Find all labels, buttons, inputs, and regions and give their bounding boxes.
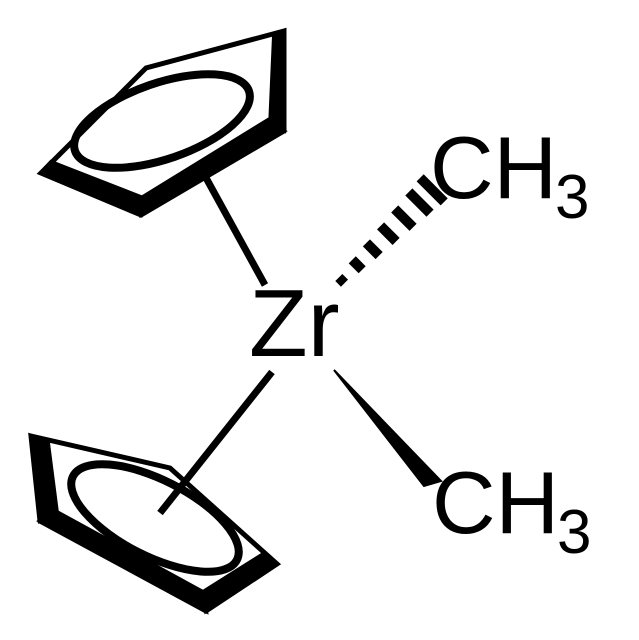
methyl-lower-subscript: 3 <box>557 498 591 567</box>
cp-lower-edge-bottom-right-thick <box>200 550 281 615</box>
bond-cp-upper-to-zr <box>201 174 269 287</box>
atom-label-methyl-upper: CH 3 <box>430 118 589 232</box>
cp-lower-pentagon <box>28 432 282 615</box>
cp-upper-pentagon <box>36 27 288 219</box>
methyl-lower-ch: CH <box>432 453 559 552</box>
bond-zr-to-methyl-lower <box>333 369 443 488</box>
hash-dash-1 <box>335 273 349 287</box>
cp-lower-edge-left-thick <box>28 432 60 525</box>
cyclopentadienyl-ring-upper <box>36 27 288 219</box>
hash-dash-6 <box>405 188 434 217</box>
methyl-upper-ch: CH <box>430 118 557 217</box>
methyl-upper-subscript: 3 <box>555 163 589 232</box>
cp-upper-edge-lower-right-thick <box>135 117 288 219</box>
cp-upper-edge-lower-left-thick <box>37 159 149 218</box>
hash-dash-7 <box>416 174 448 206</box>
atom-label-zirconium: Zr <box>249 270 340 377</box>
cp-upper-edge-right-thick <box>267 27 286 134</box>
cp-upper-aromatic-circle <box>70 70 254 172</box>
hash-dash-4 <box>377 222 400 245</box>
cp-lower-edge-bottom-left-thick <box>36 508 209 615</box>
bond-cp-lower-to-zr <box>157 369 275 516</box>
bond-zr-to-methyl-upper <box>335 174 448 287</box>
cyclopentadienyl-ring-lower <box>28 432 282 615</box>
hash-dash-5 <box>391 205 417 231</box>
hash-dash-3 <box>362 239 383 260</box>
atom-label-methyl-lower: CH 3 <box>432 453 591 567</box>
hash-dash-2 <box>348 256 366 274</box>
cp-lower-aromatic-circle <box>67 460 243 576</box>
